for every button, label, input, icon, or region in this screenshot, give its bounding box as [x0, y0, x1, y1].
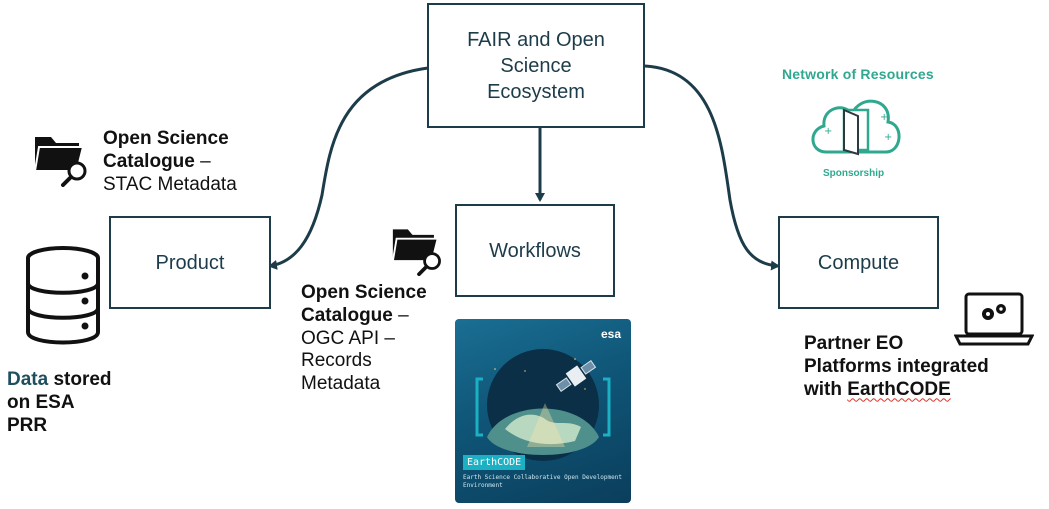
earthcode-word: EarthCODE	[847, 378, 951, 400]
mid-catalogue-dash: –	[392, 304, 409, 326]
left-catalogue-label: Open Science Catalogue – STAC Metadata	[103, 128, 283, 196]
svg-text:+: +	[824, 126, 832, 137]
left-catalogue-title: Open Science Catalogue	[103, 128, 229, 172]
folder-search-icon	[33, 137, 87, 187]
workflows-text: Workflows	[489, 239, 581, 262]
mid-catalogue-label: Open Science Catalogue – OGC API – Recor…	[301, 282, 451, 396]
network-of-resources-title: Network of Resources	[782, 66, 934, 82]
arrow-to-compute	[644, 64, 780, 271]
left-catalogue-rest: STAC Metadata	[103, 173, 237, 195]
mid-catalogue-rest1: OGC API –	[301, 327, 395, 349]
data-stored-rest1: stored	[48, 369, 112, 390]
partner-line3-pre: with	[804, 378, 848, 400]
satellite-icon	[555, 359, 597, 393]
fair-ecosystem-text: FAIR and Open Science Ecosystem	[467, 28, 605, 103]
compute-text: Compute	[817, 251, 900, 274]
partner-line2: Platforms integrated	[804, 355, 989, 377]
data-word: Data	[7, 369, 49, 390]
folder-search-icon	[391, 229, 441, 276]
mid-catalogue-title: Open Science Catalogue	[301, 282, 427, 326]
earthcode-badge: EarthCODE	[463, 455, 526, 470]
partner-line1: Partner EO	[804, 333, 904, 354]
arrow-to-product	[268, 66, 429, 270]
data-stored-rest3: PRR	[7, 414, 48, 436]
fair-ecosystem-box: FAIR and Open Science Ecosystem	[427, 3, 645, 128]
data-stored-label: Data stored on ESA PRR	[7, 369, 157, 437]
left-catalogue-dash: –	[194, 150, 211, 172]
svg-text:+: +	[880, 112, 888, 123]
svg-text:+: +	[884, 132, 892, 143]
network-sponsorship-label: Sponsorship	[823, 168, 885, 179]
data-stored-rest2: on ESA	[7, 391, 75, 413]
earthcode-tagline: Earth Science Collaborative Open Develop…	[463, 474, 622, 490]
product-box: Product	[109, 216, 271, 309]
earthcode-poster: esa EarthCODE Earth Science Collaborativ…	[455, 319, 631, 503]
mid-catalogue-rest3: Metadata	[301, 373, 381, 395]
cloud-door-icon: + + +	[811, 99, 901, 156]
product-text: Product	[155, 251, 225, 274]
partner-platforms-label: Partner EO Platforms integrated with Ear…	[804, 333, 1044, 401]
esa-brand: esa	[600, 327, 621, 341]
workflows-box: Workflows	[455, 204, 615, 297]
mid-catalogue-rest2: Records	[301, 350, 372, 372]
database-icon	[26, 246, 100, 345]
compute-box: Compute	[778, 216, 939, 309]
laptop-gears-icon	[954, 292, 1034, 346]
